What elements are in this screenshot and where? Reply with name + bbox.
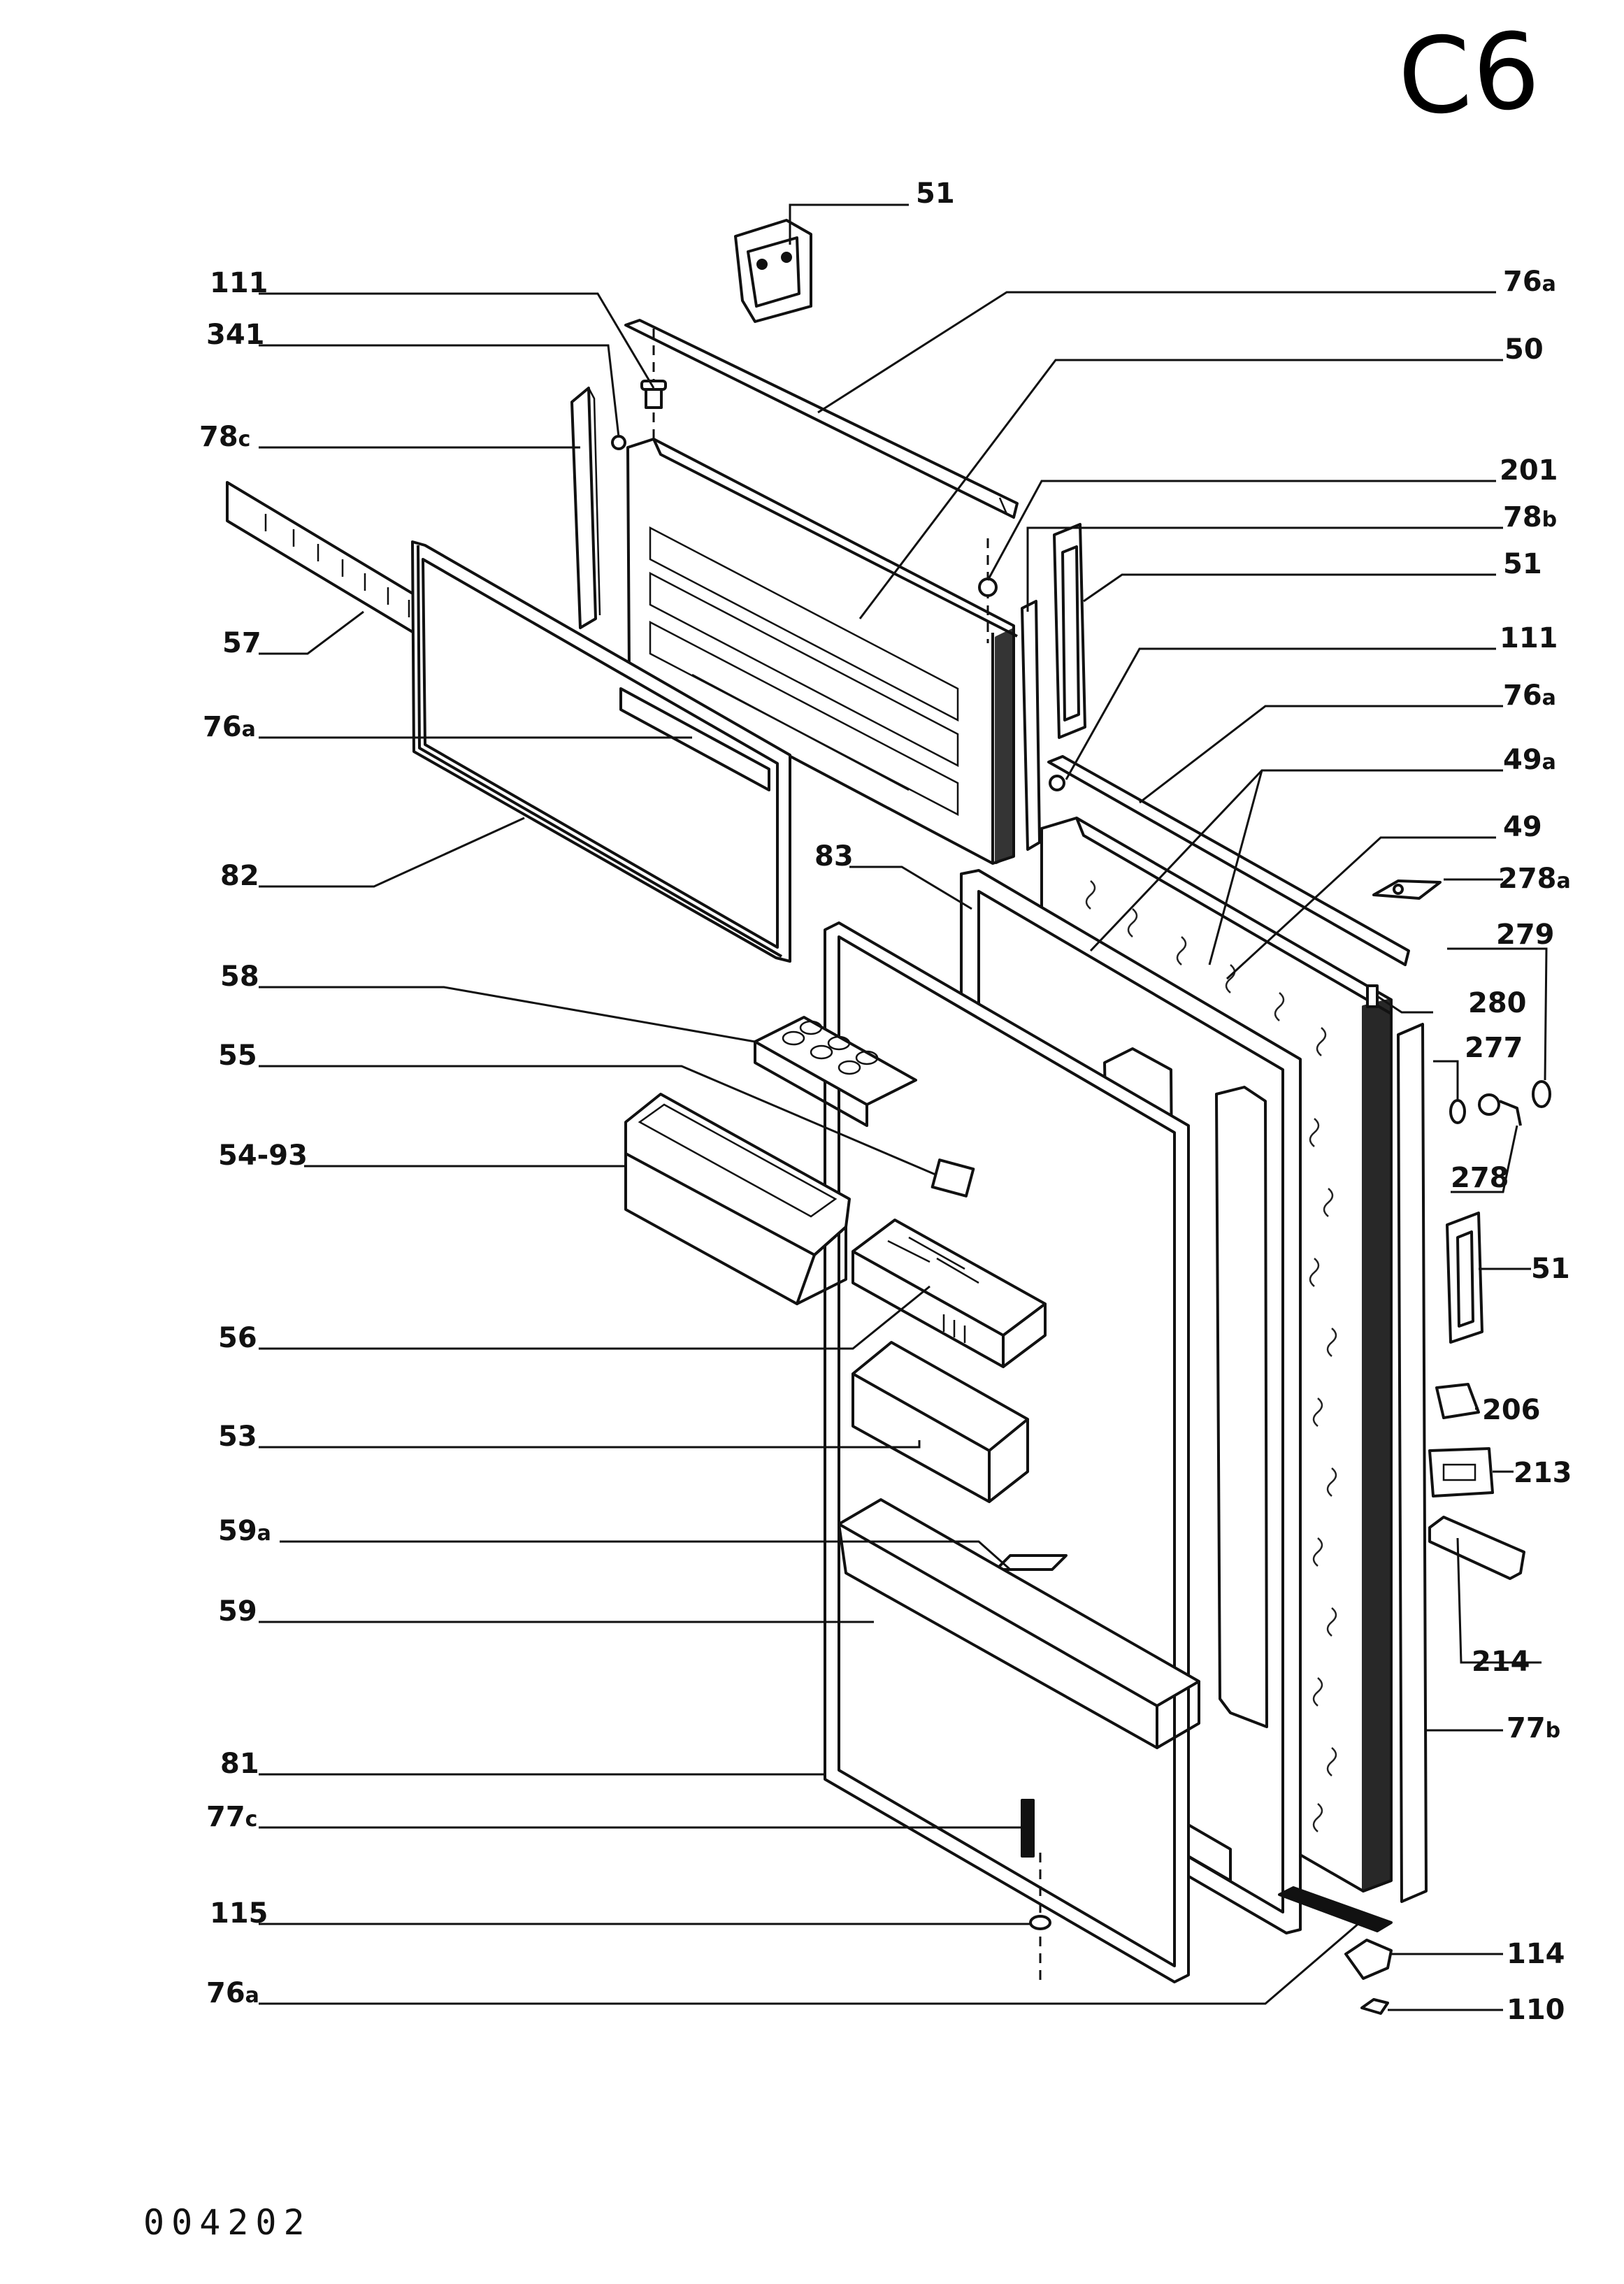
callout-115: 115 bbox=[210, 1897, 268, 1930]
shelf-59 bbox=[838, 1498, 1200, 1749]
bracket-78b bbox=[1021, 600, 1041, 851]
callout-201: 201 bbox=[1500, 454, 1558, 487]
callout-76a-top: 76a bbox=[1503, 266, 1556, 298]
bar-77c bbox=[1021, 1799, 1035, 1858]
clip-341 bbox=[611, 435, 626, 450]
callout-56: 56 bbox=[218, 1322, 257, 1354]
door-gasket-81 bbox=[824, 921, 1190, 1983]
parts-drawing bbox=[226, 219, 1551, 2015]
callout-279: 279 bbox=[1496, 919, 1555, 951]
lock-278 bbox=[1478, 1093, 1522, 1126]
handle-51-upper bbox=[1053, 523, 1086, 739]
display-213 bbox=[1428, 1447, 1494, 1497]
callout-111-left: 111 bbox=[210, 267, 268, 299]
strip-76a-top bbox=[624, 319, 1019, 519]
callout-76a-right: 76a bbox=[1503, 680, 1556, 712]
bracket-78c bbox=[570, 387, 601, 629]
callout-59: 59 bbox=[218, 1595, 257, 1628]
butter-box-56 bbox=[851, 1219, 1047, 1368]
callout-53: 53 bbox=[218, 1421, 257, 1453]
screw-111-right bbox=[1049, 775, 1065, 791]
callout-51-right-lower: 51 bbox=[1531, 1253, 1570, 1285]
label-55 bbox=[930, 1158, 975, 1198]
callout-76a-bottom: 76a bbox=[206, 1977, 259, 2009]
callout-59a: 59a bbox=[218, 1515, 271, 1547]
hinge-plate-278a bbox=[1372, 879, 1442, 900]
callout-55: 55 bbox=[218, 1040, 257, 1072]
callout-77b: 77b bbox=[1507, 1712, 1560, 1744]
leader-lines bbox=[259, 203, 1548, 2011]
ring-277 bbox=[1449, 1099, 1466, 1124]
callout-81: 81 bbox=[220, 1748, 259, 1780]
cap-206 bbox=[1435, 1383, 1480, 1419]
callout-labels: 51 111 341 78c 57 76a 82 58 55 54-93 56 … bbox=[199, 178, 1572, 2026]
pin-110 bbox=[1360, 1998, 1389, 2015]
callout-111-right: 111 bbox=[1500, 622, 1558, 654]
callout-83: 83 bbox=[814, 840, 854, 872]
egg-tray-58 bbox=[754, 1016, 917, 1127]
callout-51-top: 51 bbox=[916, 178, 955, 210]
callout-57: 57 bbox=[222, 627, 261, 659]
hinge-clip-114 bbox=[1344, 1939, 1393, 1980]
callout-206: 206 bbox=[1482, 1394, 1541, 1426]
strip-76a-left bbox=[619, 687, 770, 791]
screw-201 bbox=[978, 538, 998, 643]
callout-49a: 49a bbox=[1503, 744, 1556, 776]
callout-77c: 77c bbox=[206, 1801, 257, 1833]
callout-49: 49 bbox=[1503, 811, 1542, 843]
callout-50: 50 bbox=[1504, 333, 1544, 366]
callout-278a: 278a bbox=[1498, 863, 1571, 895]
shelf-54-93 bbox=[624, 1093, 851, 1305]
callout-213: 213 bbox=[1514, 1457, 1572, 1489]
panel-50 bbox=[626, 438, 1018, 865]
frame-82 bbox=[411, 540, 791, 963]
trim-214 bbox=[1428, 1516, 1525, 1580]
handle-cap-top bbox=[734, 219, 812, 323]
cap-279 bbox=[1532, 1080, 1551, 1108]
callout-114: 114 bbox=[1507, 1938, 1565, 1970]
callout-78c: 78c bbox=[199, 421, 250, 453]
callout-78b: 78b bbox=[1503, 501, 1557, 533]
strip-76a-bottom bbox=[1278, 1886, 1393, 1932]
callout-58: 58 bbox=[220, 961, 259, 993]
callout-277: 277 bbox=[1465, 1032, 1523, 1064]
drawing-number: 004202 bbox=[143, 2202, 312, 2243]
trim-77b bbox=[1397, 1023, 1428, 1903]
strip-76a-right bbox=[1047, 755, 1410, 966]
pin-280 bbox=[1366, 984, 1379, 1008]
callout-278: 278 bbox=[1451, 1162, 1509, 1194]
callout-51-right-upper: 51 bbox=[1503, 548, 1542, 580]
callout-341: 341 bbox=[206, 319, 265, 351]
callout-76a-left: 76a bbox=[203, 711, 256, 743]
callout-280: 280 bbox=[1468, 987, 1527, 1019]
handle-51-lower bbox=[1446, 1212, 1483, 1344]
callout-82: 82 bbox=[220, 860, 259, 892]
callout-110: 110 bbox=[1507, 1994, 1565, 2026]
callout-54-93: 54-93 bbox=[218, 1140, 308, 1172]
callout-214: 214 bbox=[1472, 1646, 1530, 1678]
dairy-box-53 bbox=[851, 1341, 1029, 1503]
washer-115 bbox=[1029, 1853, 1051, 1985]
